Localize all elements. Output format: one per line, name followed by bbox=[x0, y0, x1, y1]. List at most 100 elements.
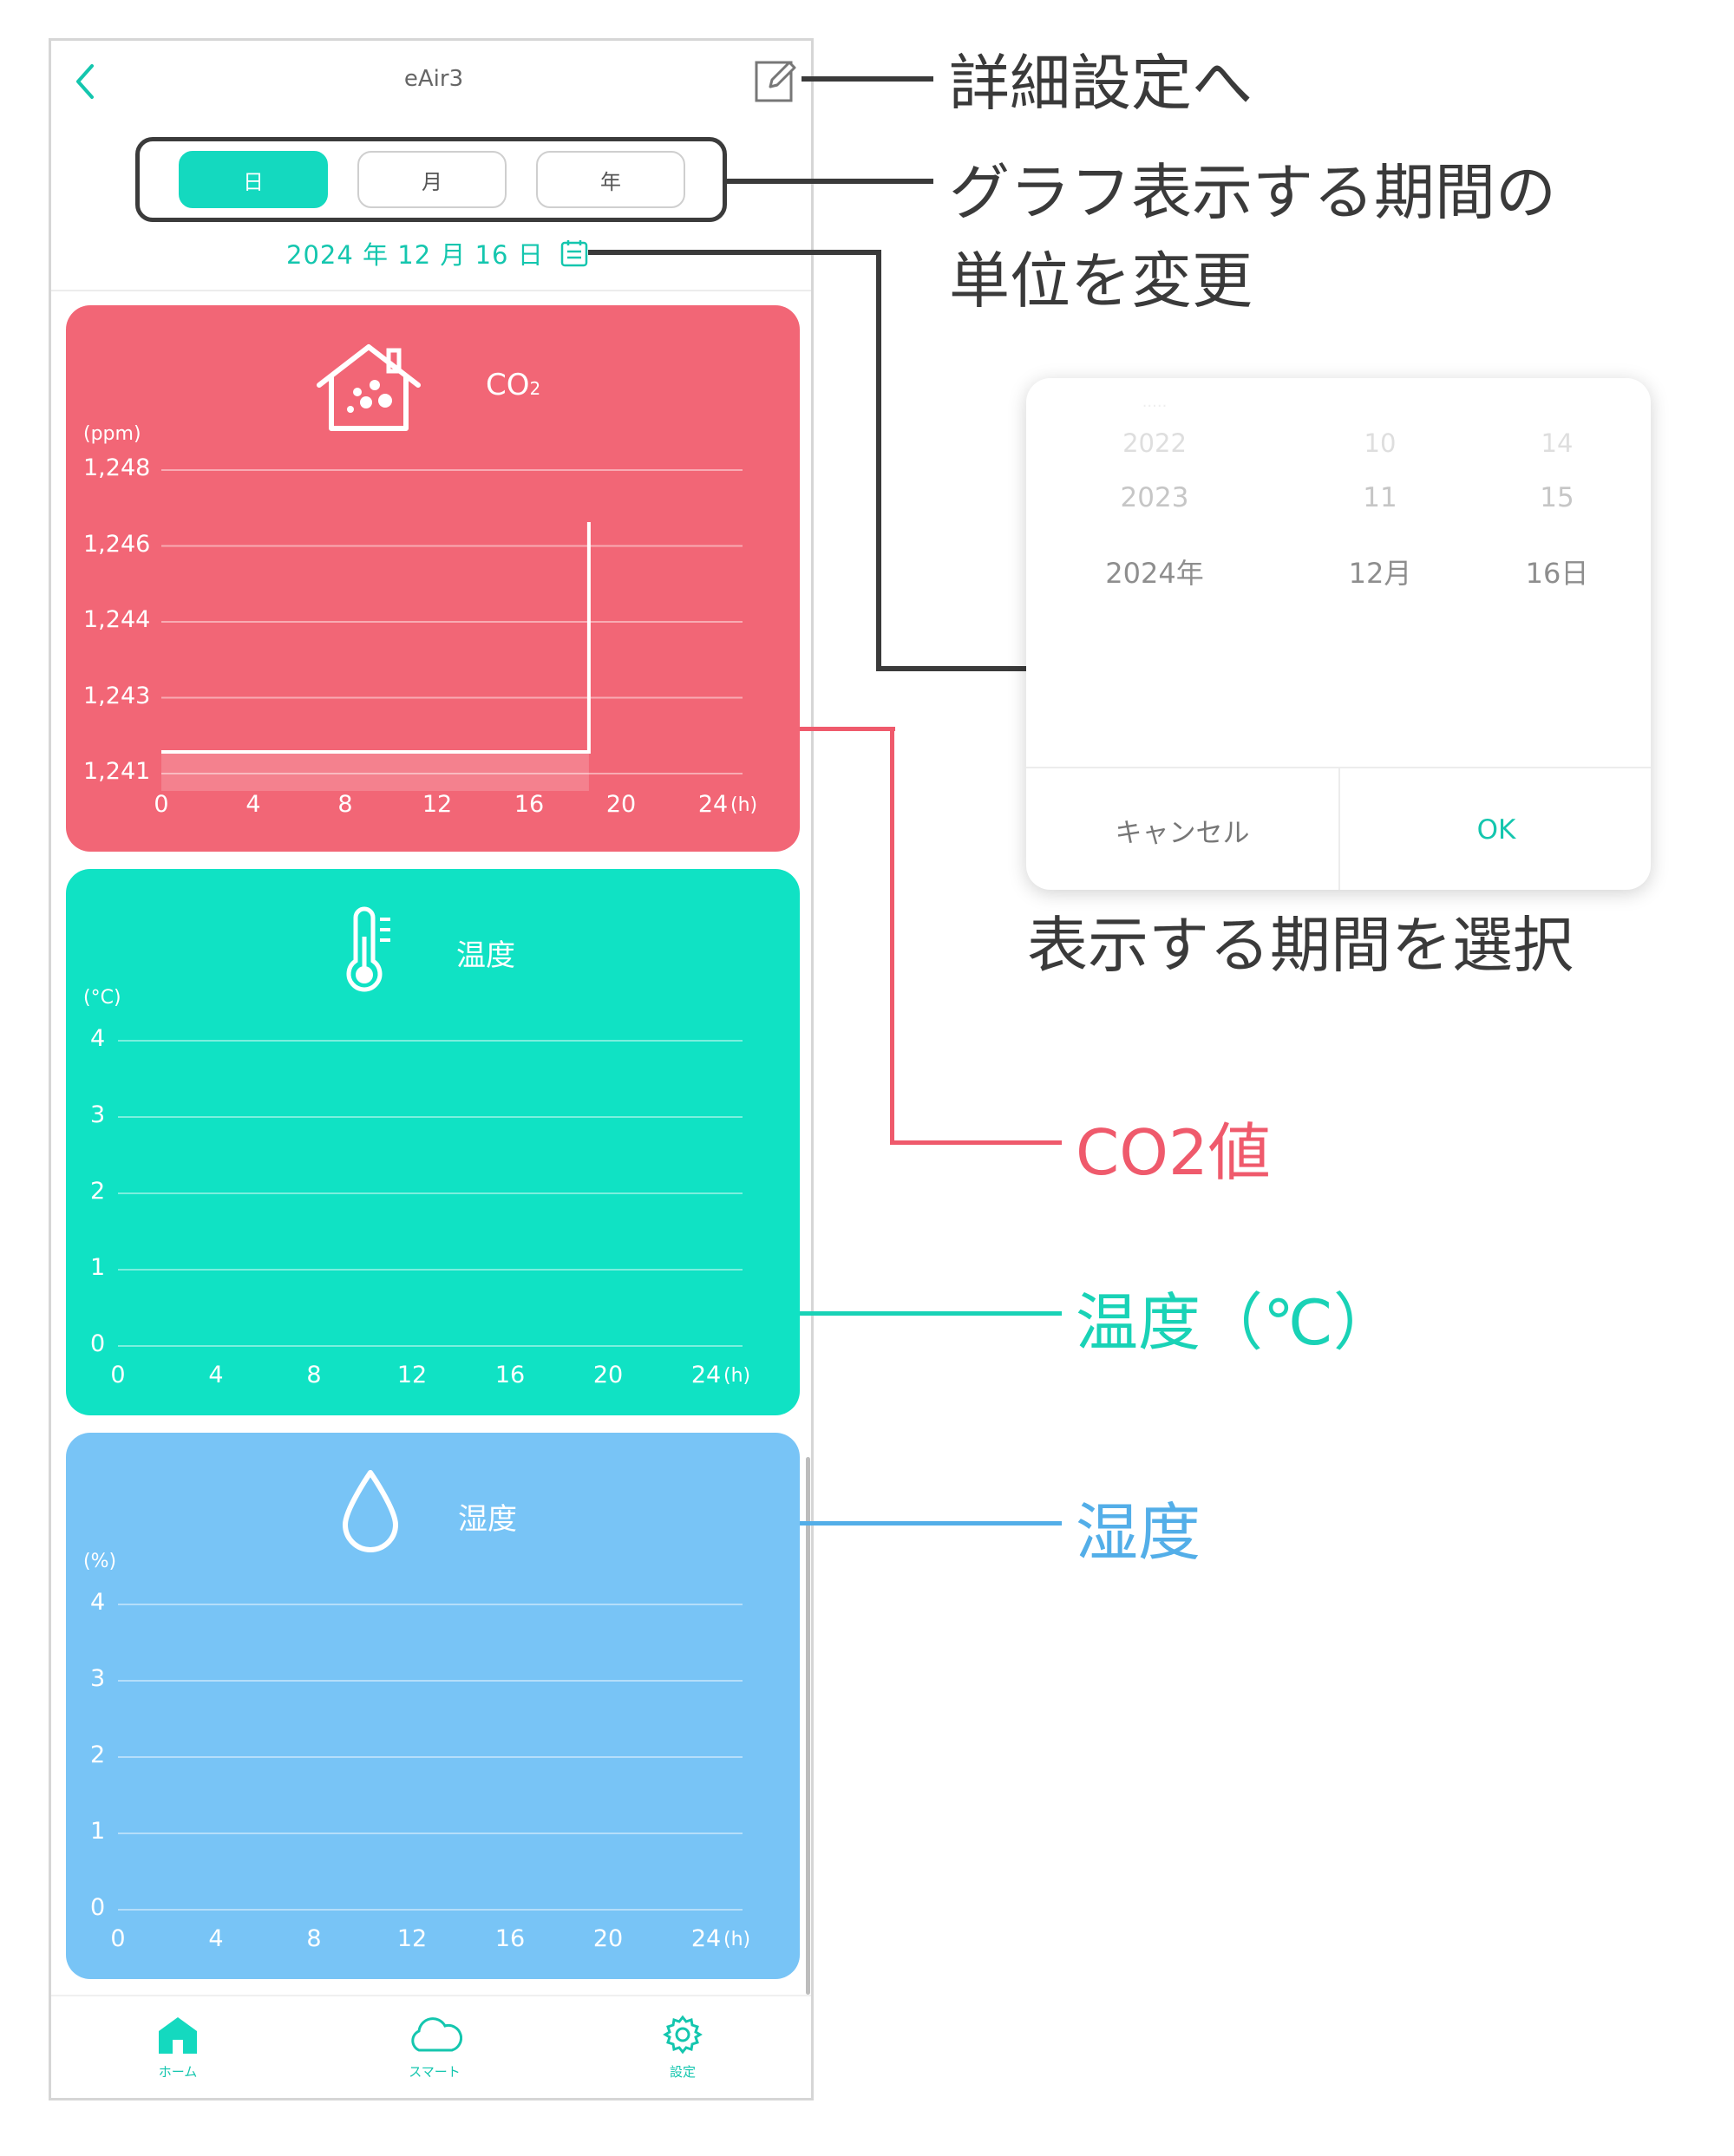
x-tick-label: 20 bbox=[605, 791, 637, 818]
tab-smart[interactable]: スマート bbox=[370, 2014, 500, 2081]
callout-line-temperature bbox=[800, 1311, 1062, 1316]
x-tick-label: 0 bbox=[154, 791, 169, 818]
y-tick-label: 1,248 bbox=[83, 454, 151, 481]
callout-period-line1: グラフ表示する期間の bbox=[949, 157, 1556, 228]
picker-year-item[interactable]: 2023 bbox=[1120, 482, 1189, 513]
callout-humidity: 湿度 bbox=[1076, 1496, 1201, 1569]
x-tick-label: 12 bbox=[422, 791, 453, 818]
x-tick-label: 0 bbox=[110, 1925, 126, 1952]
y-tick-label: 1 bbox=[90, 1818, 106, 1845]
y-tick-label: 3 bbox=[90, 1665, 106, 1692]
date-row: 2024 年 12 月 16 日 bbox=[286, 236, 589, 271]
tab-settings[interactable]: 設定 bbox=[618, 2014, 748, 2081]
callout-select: 表示する期間を選択 bbox=[1027, 910, 1574, 981]
x-tick-label: 4 bbox=[208, 1925, 224, 1952]
tab-bar bbox=[51, 1995, 811, 2099]
y-tick-label: 0 bbox=[90, 1894, 106, 1921]
x-tick-label: 20 bbox=[592, 1925, 624, 1952]
chevron-left-icon[interactable] bbox=[71, 61, 99, 102]
co2-unit: (ppm) bbox=[83, 423, 141, 445]
temperature-chart bbox=[118, 1040, 743, 1347]
x-tick-label: 12 bbox=[396, 1925, 428, 1952]
x-axis-unit: (h) bbox=[723, 1929, 751, 1950]
y-tick-label: 1,246 bbox=[83, 530, 151, 558]
humidity-unit: (%) bbox=[83, 1551, 117, 1572]
callout-line-period bbox=[727, 179, 933, 184]
y-tick-label: 1 bbox=[90, 1254, 106, 1281]
callout-line-settings bbox=[802, 76, 933, 82]
co2-chart bbox=[161, 469, 743, 791]
tab-smart-label: スマート bbox=[409, 2064, 461, 2080]
edit-icon[interactable] bbox=[753, 56, 798, 104]
period-tab-month[interactable]: 月 bbox=[357, 151, 507, 208]
callout-line-date-h2 bbox=[876, 666, 1028, 671]
picker-year-selected[interactable]: 2024年 bbox=[1105, 557, 1204, 590]
x-tick-label: 8 bbox=[306, 1362, 322, 1388]
x-tick-label: 24 bbox=[690, 1362, 722, 1388]
x-tick-label: 4 bbox=[208, 1362, 224, 1388]
tab-settings-label: 設定 bbox=[669, 2064, 696, 2080]
x-tick-label: 20 bbox=[592, 1362, 624, 1388]
callout-line-humidity bbox=[800, 1521, 1062, 1526]
callout-line-date-h1 bbox=[588, 250, 881, 255]
picker-day-item[interactable]: 15 bbox=[1540, 482, 1574, 513]
period-tab-day[interactable]: 日 bbox=[179, 151, 328, 208]
header-divider bbox=[51, 290, 811, 291]
gear-icon bbox=[663, 2015, 703, 2055]
y-tick-label: 4 bbox=[90, 1589, 106, 1616]
picker-year-faded-top: ····· bbox=[1142, 397, 1168, 415]
co2-title: CO2 bbox=[486, 368, 541, 402]
x-tick-label: 8 bbox=[306, 1925, 322, 1952]
picker-cancel-button[interactable]: キャンセル bbox=[1115, 817, 1250, 849]
x-tick-label: 8 bbox=[337, 791, 353, 818]
picker-year-item[interactable]: 2022 bbox=[1122, 428, 1187, 458]
callout-period-line2: 単位を変更 bbox=[949, 245, 1253, 317]
x-axis-unit: (h) bbox=[730, 794, 758, 816]
series-line bbox=[161, 522, 591, 754]
picker-month-selected[interactable]: 12月 bbox=[1348, 557, 1412, 590]
x-tick-label: 24 bbox=[697, 791, 729, 818]
date-picker: ····· 2022 2023 2024年 10 11 12月 14 15 16… bbox=[1026, 378, 1651, 890]
house-icon bbox=[317, 344, 421, 431]
picker-day-selected[interactable]: 16日 bbox=[1525, 557, 1589, 590]
y-tick-label: 2 bbox=[90, 1741, 106, 1768]
thermometer-icon bbox=[346, 906, 390, 992]
calendar-icon[interactable] bbox=[559, 238, 589, 268]
picker-day-item[interactable]: 14 bbox=[1541, 428, 1574, 458]
picker-month-item[interactable]: 11 bbox=[1363, 482, 1397, 513]
y-tick-label: 4 bbox=[90, 1025, 106, 1052]
tab-home[interactable]: ホーム bbox=[113, 2014, 243, 2081]
scrollbar[interactable] bbox=[806, 1457, 810, 1995]
temperature-unit: (°C) bbox=[83, 987, 121, 1009]
x-tick-label: 24 bbox=[690, 1925, 722, 1952]
callout-temperature: 温度（℃） bbox=[1076, 1286, 1396, 1359]
selected-date[interactable]: 2024 年 12 月 16 日 bbox=[286, 240, 544, 270]
picker-button-separator bbox=[1338, 768, 1340, 890]
series-area bbox=[161, 752, 589, 791]
humidity-title: 湿度 bbox=[458, 1502, 517, 1537]
x-tick-label: 16 bbox=[514, 791, 545, 818]
callout-line-co2-v bbox=[890, 727, 894, 1145]
y-tick-label: 0 bbox=[90, 1330, 106, 1357]
picker-month-item[interactable]: 10 bbox=[1364, 428, 1397, 458]
temperature-title: 温度 bbox=[456, 938, 515, 973]
x-tick-label: 0 bbox=[110, 1362, 126, 1388]
callout-line-date-v bbox=[876, 250, 881, 671]
picker-button-row: キャンセル OK bbox=[1026, 767, 1651, 890]
y-tick-label: 1,241 bbox=[83, 758, 151, 785]
period-tab-year[interactable]: 年 bbox=[536, 151, 685, 208]
water-drop-icon bbox=[343, 1470, 398, 1552]
app-title: eAir3 bbox=[403, 66, 464, 92]
y-tick-label: 1,243 bbox=[83, 682, 151, 709]
period-selector-highlight bbox=[135, 137, 727, 222]
picker-ok-button[interactable]: OK bbox=[1476, 814, 1516, 846]
callout-line-co2-h1 bbox=[800, 727, 895, 731]
cloud-icon bbox=[411, 2017, 463, 2052]
y-tick-label: 2 bbox=[90, 1178, 106, 1205]
x-tick-label: 4 bbox=[245, 791, 261, 818]
x-tick-label: 16 bbox=[494, 1925, 526, 1952]
callout-co2: CO2値 bbox=[1076, 1116, 1271, 1189]
